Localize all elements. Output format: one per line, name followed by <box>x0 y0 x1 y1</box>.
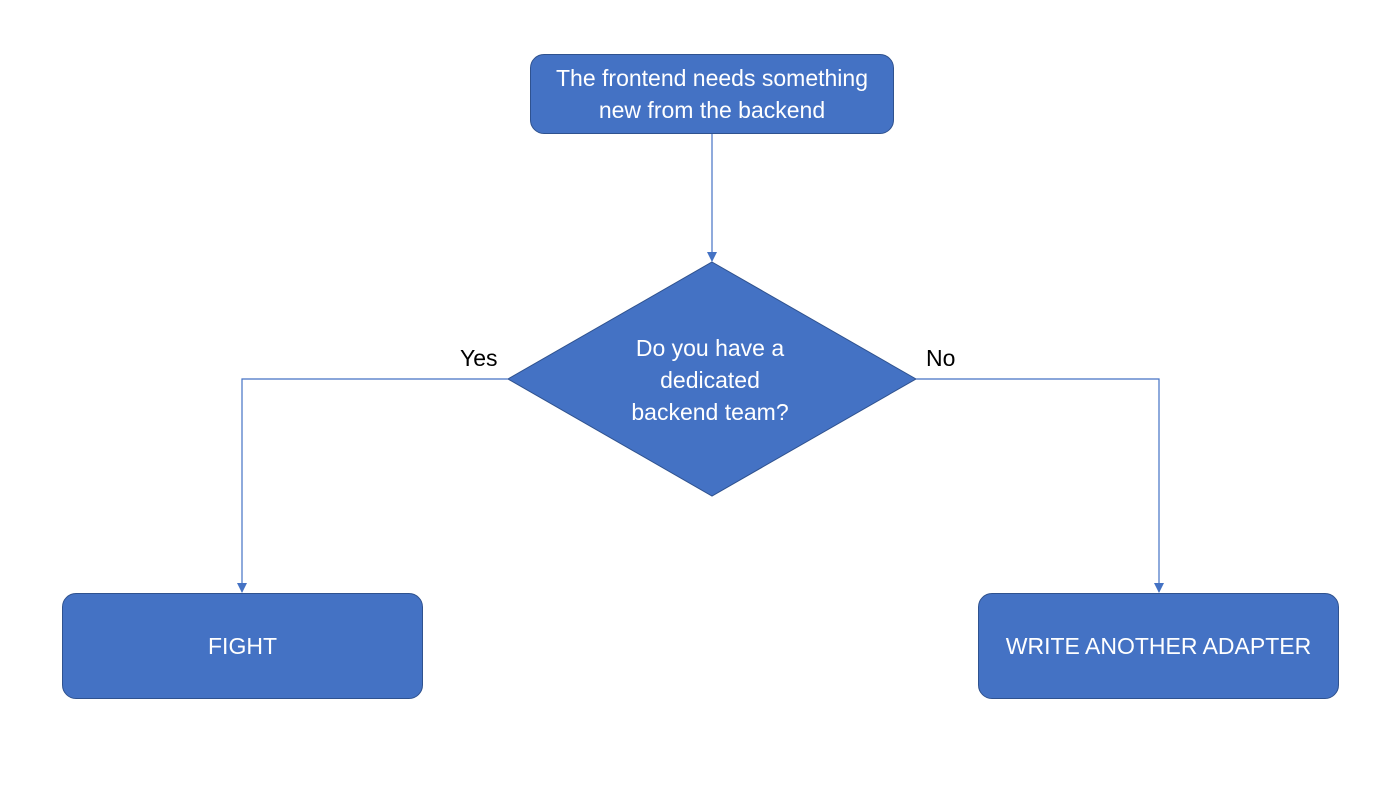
yes-edge-label: Yes <box>460 345 498 371</box>
decision-node-text: Do you have a dedicated backend team? <box>631 335 789 425</box>
yes-outcome-node: FIGHT <box>62 593 423 699</box>
connector-no <box>916 378 1164 593</box>
yes-outcome-text: FIGHT <box>208 632 277 659</box>
no-edge-label: No <box>926 345 956 371</box>
no-outcome-node: WRITE ANOTHER ADAPTER <box>978 593 1339 699</box>
start-node-text: The frontend needs something new from th… <box>556 65 868 123</box>
no-outcome-text: WRITE ANOTHER ADAPTER <box>1005 632 1312 659</box>
connector-yes <box>237 378 508 593</box>
start-node: The frontend needs something new from th… <box>530 54 894 134</box>
decision-diamond <box>506 261 918 497</box>
